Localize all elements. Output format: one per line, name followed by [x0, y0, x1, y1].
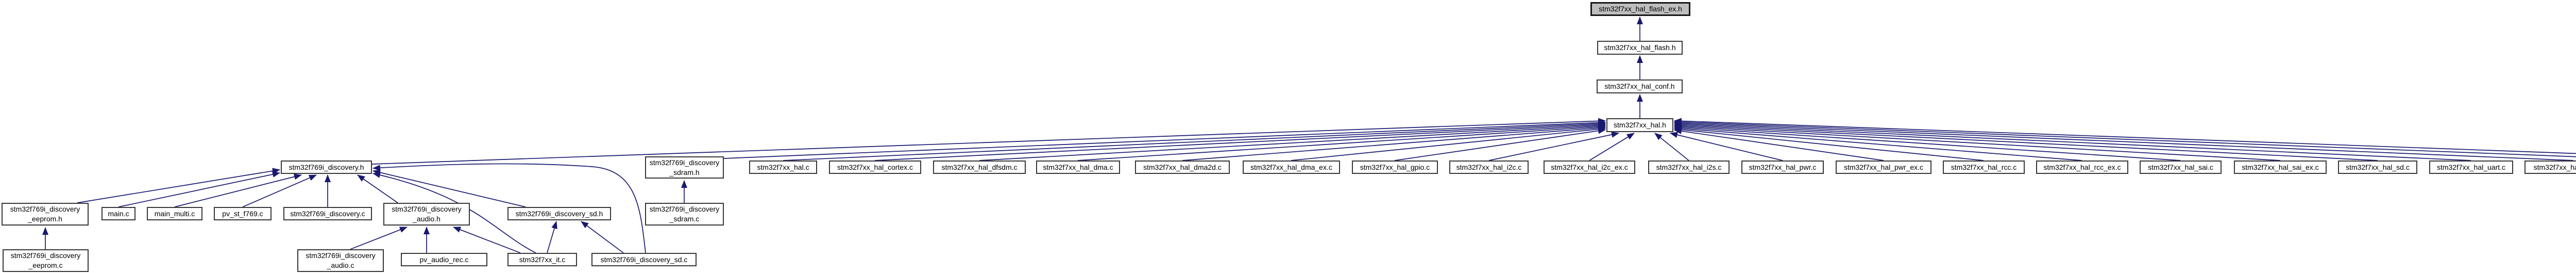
- node-audio_c[interactable]: stm32f769i_discovery _audio.c: [297, 249, 384, 272]
- node-dma_c[interactable]: stm32f7xx_hal_dma.c: [1036, 160, 1120, 174]
- edge-i2c_ex_c-to-hal_h: [1589, 133, 1635, 161]
- edge-pwr_ex_c-to-hal_h: [1674, 128, 1884, 161]
- edge-sai_c-to-hal_h: [1674, 124, 2181, 161]
- edge-dma_c-to-hal_h: [1077, 123, 1606, 161]
- node-pv_audio_rec_c[interactable]: pv_audio_rec.c: [401, 253, 487, 266]
- node-disc_sd_c[interactable]: stm32f769i_discovery_sd.c: [591, 253, 697, 266]
- edge-ll_sdmmc_c-to-hal_h: [1674, 118, 2576, 154]
- edge-audio_h-to-discovery_h: [357, 174, 398, 203]
- edge-sdram_h-to-hal_h: [723, 119, 1606, 159]
- node-rcc_ex_c[interactable]: stm32f7xx_hal_rcc_ex.c: [2036, 160, 2128, 174]
- edge-rcc_c-to-hal_h: [1674, 126, 1984, 161]
- node-hal_sd_c[interactable]: stm32f7xx_hal_sd.c: [2338, 160, 2417, 174]
- edge-hal_sd_c-to-hal_h: [1674, 122, 2378, 161]
- node-uart_c[interactable]: stm32f7xx_hal_uart.c: [2429, 160, 2513, 174]
- node-eeprom_h[interactable]: stm32f769i_discovery _eeprom.h: [2, 203, 89, 226]
- edge-discovery_h-to-hal_h: [371, 118, 1606, 165]
- node-sdram_h[interactable]: stm32f769i_discovery _sdram.h: [645, 156, 724, 179]
- node-main_multi_c[interactable]: main_multi.c: [147, 207, 202, 220]
- edge-eeprom_h-to-discovery_h: [77, 168, 280, 203]
- edge-pwr_c-to-hal_h: [1670, 132, 1783, 161]
- node-flash_ex_h[interactable]: stm32f7xx_hal_flash_ex.h: [1590, 2, 1690, 16]
- edge-main_multi_c-to-discovery_h: [174, 173, 302, 207]
- node-hal_h[interactable]: stm32f7xx_hal.h: [1606, 118, 1673, 132]
- edge-uart_c-to-hal_h: [1674, 121, 2471, 161]
- node-sai_ex_c[interactable]: stm32f7xx_hal_sai_ex.c: [2234, 160, 2327, 174]
- node-gpio_c[interactable]: stm32f7xx_hal_gpio.c: [1352, 160, 1438, 174]
- node-discovery_c[interactable]: stm32f769i_discovery.c: [283, 207, 372, 220]
- edge-uart_ex_c-to-hal_h: [1674, 120, 2574, 161]
- edge-disc_sd_c-to-discovery_h: [372, 163, 646, 253]
- edge-rcc_ex_c-to-hal_h: [1674, 125, 2082, 161]
- node-audio_h[interactable]: stm32f769i_discovery _audio.h: [383, 203, 470, 226]
- edge-main_c-to-discovery_h: [118, 171, 280, 207]
- node-pwr_c[interactable]: stm32f7xx_hal_pwr.c: [1741, 160, 1824, 174]
- edge-i2s_c-to-hal_h: [1654, 133, 1689, 161]
- node-pv_st_f769_c[interactable]: pv_st_f769.c: [214, 207, 272, 220]
- node-sd_h[interactable]: stm32f769i_discovery_sd.h: [507, 207, 611, 220]
- node-sdram_c[interactable]: stm32f769i_discovery _sdram.c: [645, 203, 724, 226]
- node-i2c_c[interactable]: stm32f7xx_hal_i2c.c: [1449, 160, 1529, 174]
- node-hal_c[interactable]: stm32f7xx_hal.c: [749, 160, 817, 174]
- node-pwr_ex_c[interactable]: stm32f7xx_hal_pwr_ex.c: [1836, 160, 1931, 174]
- edge-dma2d_c-to-hal_h: [1182, 125, 1606, 161]
- edge-gpio_c-to-hal_h: [1394, 127, 1606, 161]
- node-rcc_c[interactable]: stm32f7xx_hal_rcc.c: [1943, 160, 2025, 174]
- node-sai_c[interactable]: stm32f7xx_hal_sai.c: [2140, 160, 2222, 174]
- node-it_c[interactable]: stm32f7xx_it.c: [507, 253, 577, 266]
- node-cortex_c[interactable]: stm32f7xx_hal_cortex.c: [829, 160, 921, 174]
- node-main_c[interactable]: main.c: [101, 207, 135, 220]
- edge-cortex_c-to-hal_h: [874, 121, 1606, 161]
- edge-ll_fmc_c-to-hal_h: [1674, 119, 2576, 157]
- edge-it_c-to-audio_h: [453, 227, 521, 253]
- edge-dma_ex_c-to-hal_h: [1291, 126, 1606, 161]
- node-flash_h[interactable]: stm32f7xx_hal_flash.h: [1597, 41, 1683, 55]
- node-discovery_h[interactable]: stm32f769i_discovery.h: [281, 160, 372, 174]
- node-conf_h[interactable]: stm32f7xx_hal_conf.h: [1597, 79, 1683, 93]
- node-eeprom_c[interactable]: stm32f769i_discovery _eeprom.c: [3, 249, 89, 272]
- node-dma2d_c[interactable]: stm32f7xx_hal_dma2d.c: [1135, 160, 1230, 174]
- node-i2c_ex_c[interactable]: stm32f7xx_hal_i2c_ex.c: [1544, 160, 1635, 174]
- edge-pv_st_f769_c-to-discovery_h: [242, 174, 317, 207]
- edge-it_c-to-sd_h: [547, 221, 557, 253]
- node-i2s_c[interactable]: stm32f7xx_hal_i2s.c: [1648, 160, 1730, 174]
- edge-hal_c-to-hal_h: [783, 120, 1606, 161]
- node-uart_ex_c[interactable]: stm32f7xx_hal_uart_ex.c: [2524, 160, 2576, 174]
- edge-audio_c-to-audio_h: [350, 227, 408, 250]
- edge-i2c_c-to-hal_h: [1488, 132, 1619, 161]
- node-dfsdm_c[interactable]: stm32f7xx_hal_dfsdm.c: [933, 160, 1026, 174]
- edge-sai_ex_c-to-hal_h: [1674, 123, 2281, 161]
- edge-dfsdm_c-to-hal_h: [979, 122, 1606, 161]
- edge-disc_sd_c-to-sd_h: [581, 221, 624, 253]
- node-dma_ex_c[interactable]: stm32f7xx_hal_dma_ex.c: [1243, 160, 1340, 174]
- edge-it_c-to-discovery_h: [372, 172, 536, 253]
- edge-sd_h-to-discovery_h: [372, 169, 526, 207]
